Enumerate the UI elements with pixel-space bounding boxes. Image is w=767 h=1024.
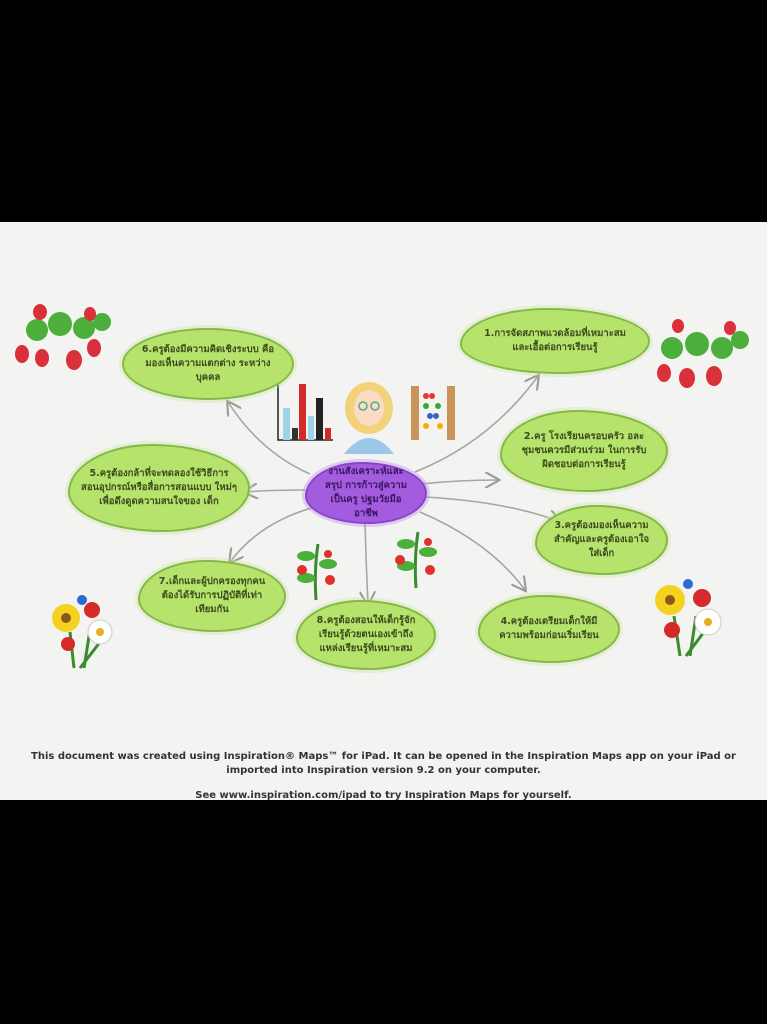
node-1-label: 1.การจัดสภาพแวดล้อมที่เหมาะสม และเอื้อต่… bbox=[484, 328, 626, 353]
central-topic-node[interactable]: งานสังเคราะห์และสรุป การก้าวสู่ความเป็นค… bbox=[305, 462, 427, 524]
node-8[interactable]: 8.ครูต้องสอนให้เด็กรู้จัก เรียนรู้ด้วยตน… bbox=[296, 600, 436, 670]
node-7-label: 7.เด็กและผู้ปกครองทุกคน ต้องได้รับการปฏิ… bbox=[158, 576, 266, 615]
arrow-to-node-5 bbox=[245, 490, 306, 492]
arrow-to-node-6 bbox=[228, 402, 311, 475]
arrow-to-node-1 bbox=[414, 376, 538, 473]
arrow-to-node-4 bbox=[419, 511, 525, 590]
central-topic-label: งานสังเคราะห์และสรุป การก้าวสู่ความเป็นค… bbox=[325, 466, 407, 519]
teacher-avatar-image bbox=[344, 382, 394, 454]
node-3-label: 3.ครูต้องมองเห็นความ สำคัญและครูต้องเอาใ… bbox=[553, 520, 650, 559]
node-2-label: 2.ครู โรงเรียนครอบครัว อละ ชุมชนควรมีส่ว… bbox=[521, 431, 647, 470]
arrow-to-node-3 bbox=[424, 496, 560, 522]
mind-map-document: งานสังเคราะห์และสรุป การก้าวสู่ความเป็นค… bbox=[0, 222, 767, 801]
node-5[interactable]: 5.ครูต้องกล้าที่จะทดลองใช้วิธีการ สอนอุป… bbox=[68, 444, 250, 532]
node-6-label: 6.ครูต้องมีความคิดเชิงระบบ คือมองเห็นควา… bbox=[141, 344, 275, 383]
tomato-plant-image bbox=[395, 531, 437, 589]
connector-arrows bbox=[0, 222, 767, 800]
bar-chart-icon bbox=[277, 374, 333, 441]
arrow-to-node-8 bbox=[365, 521, 368, 604]
arrow-to-node-7 bbox=[230, 506, 316, 562]
flower-bouquet-image bbox=[52, 595, 113, 669]
node-5-label: 5.ครูต้องกล้าที่จะทดลองใช้วิธีการ สอนอุป… bbox=[81, 468, 237, 507]
node-4-label: 4.ครูต้องเตรียมเด็กให้มี ความพร้อมก่อนเร… bbox=[499, 616, 599, 641]
footer-try-link-note: See www.inspiration.com/ipad to try Insp… bbox=[195, 790, 572, 801]
node-7[interactable]: 7.เด็กและผู้ปกครองทุกคน ต้องได้รับการปฏิ… bbox=[138, 560, 286, 632]
node-1[interactable]: 1.การจัดสภาพแวดล้อมที่เหมาะสม และเอื้อต่… bbox=[460, 308, 650, 374]
node-3[interactable]: 3.ครูต้องมองเห็นความ สำคัญและครูต้องเอาใ… bbox=[535, 505, 668, 575]
footer-created-with-note: This document was created using Inspirat… bbox=[31, 751, 736, 776]
strawberry-vine-image bbox=[657, 319, 749, 388]
abacus-image bbox=[411, 386, 455, 440]
node-8-label: 8.ครูต้องสอนให้เด็กรู้จัก เรียนรู้ด้วยตน… bbox=[316, 615, 416, 654]
flower-bouquet-image bbox=[655, 579, 722, 657]
arrow-to-node-2 bbox=[419, 480, 498, 484]
strawberry-vine-image bbox=[15, 304, 111, 370]
node-2[interactable]: 2.ครู โรงเรียนครอบครัว อละ ชุมชนควรมีส่ว… bbox=[500, 410, 668, 492]
node-6[interactable]: 6.ครูต้องมีความคิดเชิงระบบ คือมองเห็นควา… bbox=[122, 328, 294, 400]
node-4[interactable]: 4.ครูต้องเตรียมเด็กให้มี ความพร้อมก่อนเร… bbox=[478, 595, 620, 663]
tomato-plant-image bbox=[297, 543, 337, 601]
